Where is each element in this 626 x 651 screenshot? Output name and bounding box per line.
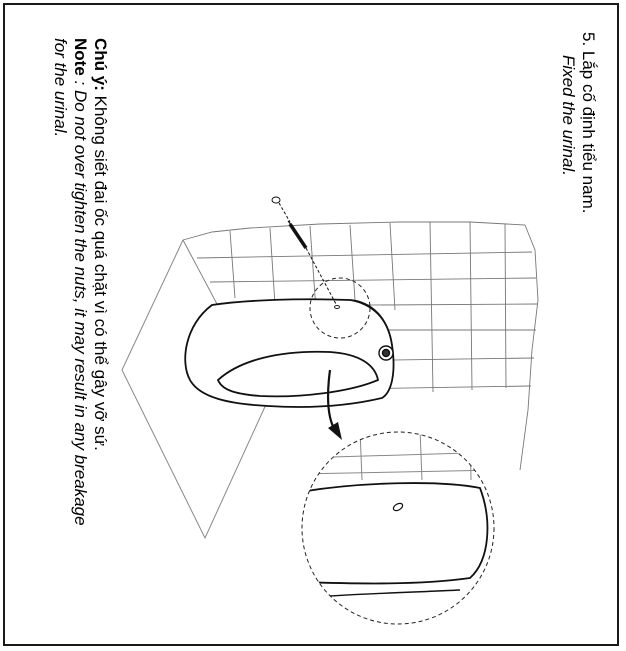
magnified-bolt-hole-detail — [301, 431, 495, 625]
wall-tile-grid — [182, 221, 539, 471]
inlet-connector-icon — [378, 345, 394, 361]
urinal-body — [184, 298, 395, 408]
screw-cap-icon — [271, 196, 281, 204]
focus-circle — [309, 277, 371, 339]
callout-arrow-icon — [326, 369, 342, 440]
screw-icon — [271, 196, 337, 305]
page-frame — [3, 3, 619, 646]
bolt-hole — [334, 305, 340, 309]
floor-plane — [121, 239, 269, 540]
